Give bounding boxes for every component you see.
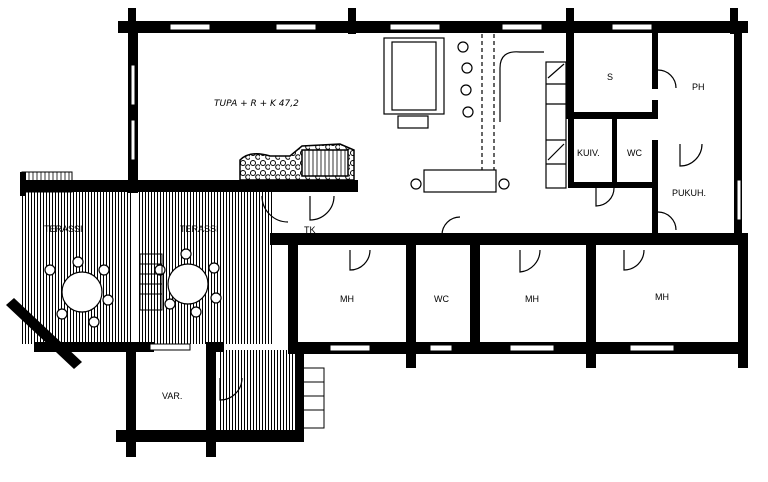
label-wc-upper: WC bbox=[627, 148, 642, 158]
label-mh3: MH bbox=[655, 292, 669, 302]
terrace-decks bbox=[21, 171, 298, 430]
label-tk: TK bbox=[304, 225, 316, 235]
stairs bbox=[139, 253, 325, 429]
label-pukuh: PUKUH. bbox=[672, 188, 706, 198]
label-tupa: TUPA + R + K 47,2 bbox=[214, 99, 299, 109]
label-var: VAR. bbox=[162, 391, 182, 401]
room-labels: TUPA + R + K 47,2 S PH KUIV. WC PUKUH. M… bbox=[44, 72, 706, 401]
label-ph: PH bbox=[692, 82, 705, 92]
windows bbox=[130, 23, 742, 352]
label-sauna: S bbox=[607, 72, 613, 82]
label-wc-lower: WC bbox=[434, 294, 449, 304]
label-terassi-2: TERASSI bbox=[180, 224, 219, 234]
label-mh1: MH bbox=[340, 294, 354, 304]
label-mh2: MH bbox=[525, 294, 539, 304]
label-terassi-1: TERASSI bbox=[44, 224, 83, 234]
furniture bbox=[383, 34, 567, 193]
doors bbox=[219, 69, 703, 401]
walls bbox=[6, 8, 748, 457]
fireplace bbox=[239, 143, 355, 181]
terrace-tables bbox=[44, 248, 222, 328]
label-kuiv: KUIV. bbox=[577, 148, 600, 158]
